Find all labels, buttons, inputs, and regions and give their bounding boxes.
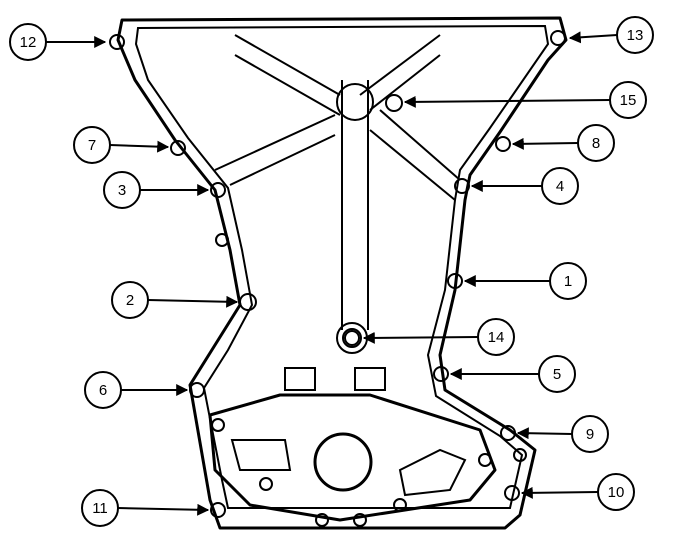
callout-label-8: 8 xyxy=(592,135,600,152)
bolt-holes xyxy=(109,30,566,527)
callout-3: 3 xyxy=(103,171,210,209)
callout-label-9: 9 xyxy=(586,426,594,443)
bolt-hole-14 xyxy=(342,328,362,348)
callout-label-1: 1 xyxy=(564,273,572,290)
bolt-hole-2 xyxy=(239,293,257,311)
callout-10: 10 xyxy=(520,473,635,511)
callout-label-14: 14 xyxy=(488,329,505,346)
callout-label-12: 12 xyxy=(20,34,37,51)
callout-label-11: 11 xyxy=(92,500,108,517)
callout-15: 15 xyxy=(403,81,647,119)
callout-label-10: 10 xyxy=(608,484,625,501)
bolt-hole-4 xyxy=(454,178,470,194)
callout-label-3: 3 xyxy=(118,182,126,199)
bolt-hole-5 xyxy=(433,366,449,382)
bolt-hole-7 xyxy=(170,140,186,156)
bolt-hole-6 xyxy=(189,382,205,398)
bolt-hole-11 xyxy=(210,502,226,518)
oil-pump xyxy=(208,367,497,522)
bolt-hole-8 xyxy=(495,136,511,152)
callout-label-15: 15 xyxy=(620,92,637,109)
callout-8: 8 xyxy=(511,124,615,162)
callout-14: 14 xyxy=(362,318,515,356)
callout-2: 2 xyxy=(111,281,239,319)
callout-label-13: 13 xyxy=(627,27,644,44)
bolt-hole-15 xyxy=(385,94,403,112)
callout-7: 7 xyxy=(73,126,170,164)
callout-label-2: 2 xyxy=(126,292,134,309)
callout-5: 5 xyxy=(449,355,576,393)
cover-outline xyxy=(116,16,568,530)
bolt-hole-13 xyxy=(550,30,566,46)
bolt-hole-1 xyxy=(447,273,463,289)
bolt-hole-12 xyxy=(109,34,125,50)
callout-9: 9 xyxy=(516,415,609,453)
callout-label-7: 7 xyxy=(88,137,96,154)
callout-6: 6 xyxy=(84,371,189,409)
callout-12: 12 xyxy=(9,23,107,61)
bolt-hole-10 xyxy=(504,485,520,501)
callout-label-4: 4 xyxy=(556,178,564,195)
callout-13: 13 xyxy=(568,16,654,54)
callout-label-6: 6 xyxy=(99,382,107,399)
callout-1: 1 xyxy=(463,262,587,300)
bolt-hole-3 xyxy=(210,182,226,198)
bolt-hole-9 xyxy=(500,425,516,441)
callout-11: 11 xyxy=(81,489,210,527)
callout-label-5: 5 xyxy=(553,366,561,383)
callout-4: 4 xyxy=(470,167,579,205)
